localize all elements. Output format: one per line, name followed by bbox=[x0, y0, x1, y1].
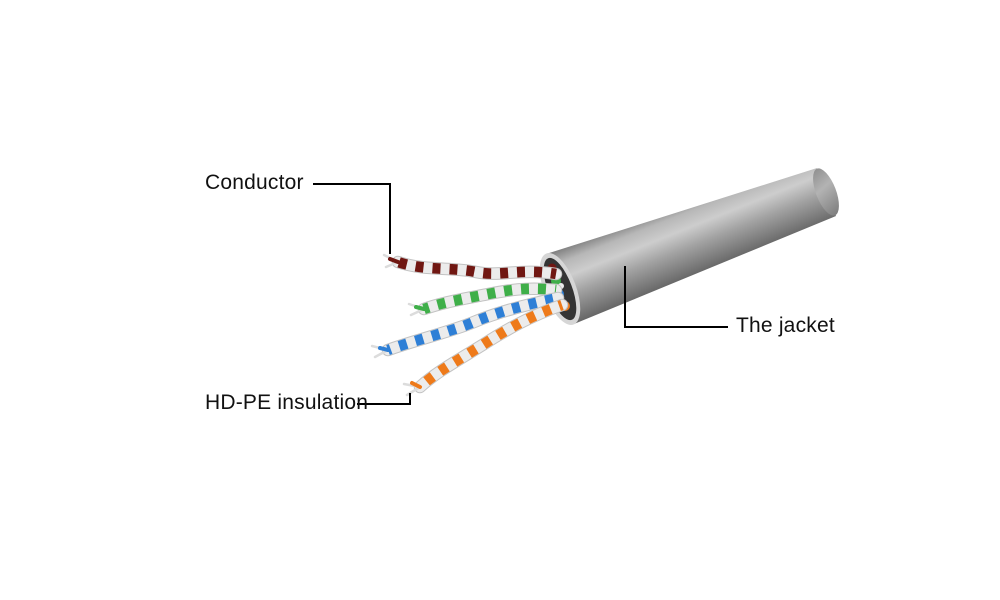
jacket-body bbox=[546, 168, 836, 324]
callout-lines bbox=[313, 183, 728, 405]
cable-jacket bbox=[539, 168, 839, 325]
conductor-leader-line bbox=[313, 183, 391, 254]
label-conductor: Conductor bbox=[205, 171, 304, 194]
jacket-end-cap bbox=[813, 168, 839, 216]
twisted-pair-brown bbox=[382, 253, 563, 281]
twisted-pair-orange bbox=[402, 298, 569, 397]
jacket-leader-line bbox=[624, 266, 728, 328]
twisted-pair-green bbox=[407, 282, 563, 317]
label-hdpe-insulation: HD-PE insulation bbox=[205, 391, 369, 414]
twisted-pair-blue bbox=[370, 291, 565, 359]
insulation-leader-line bbox=[357, 393, 411, 405]
label-the-jacket: The jacket bbox=[736, 314, 835, 337]
